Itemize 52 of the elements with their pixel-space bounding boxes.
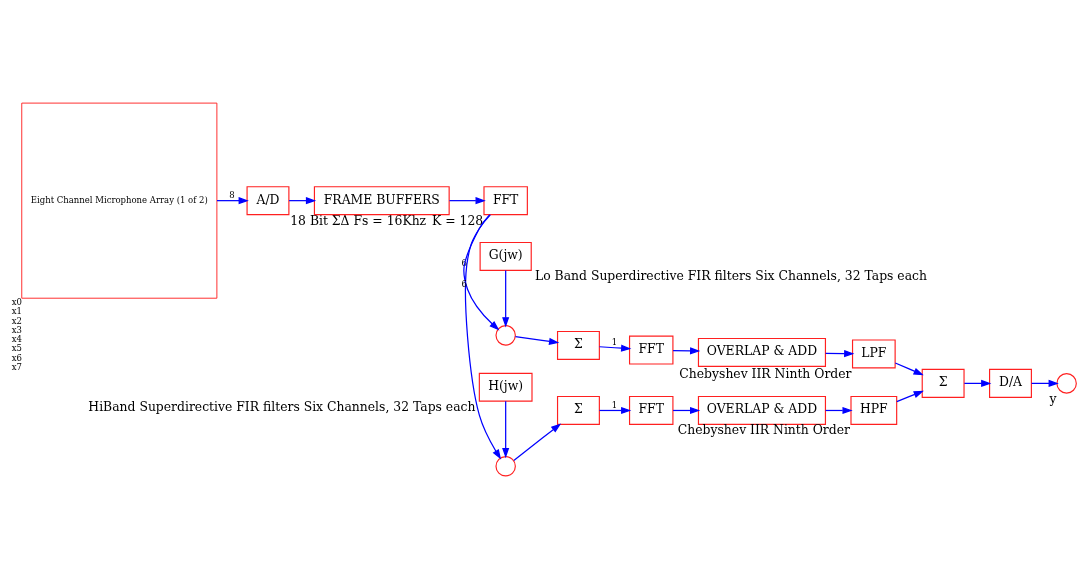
- node-box: D/A: [989, 368, 1032, 398]
- node-label: x2: [11, 315, 22, 326]
- node-box: Eight Channel Microphone Array (1 of 2): [21, 102, 218, 299]
- arrow: [513, 422, 562, 461]
- node-box: Σ: [921, 368, 965, 398]
- node-label: Lo Band Superdirective FIR filters Six Channels, 32 Taps each: [535, 268, 927, 283]
- arrow: [448, 196, 486, 204]
- node-box: OVERLAP & ADD: [697, 395, 827, 425]
- node-label: x4: [11, 333, 22, 344]
- edge-label: 8: [229, 189, 235, 200]
- node-box: Σ: [556, 330, 600, 360]
- node-label: x1: [11, 305, 22, 316]
- node-box: OVERLAP & ADD: [697, 337, 827, 367]
- node-label: HiBand Superdirective FIR filters Six Channels, 32 Taps each: [88, 399, 476, 414]
- node-label: x7: [11, 361, 22, 372]
- arrow: [502, 269, 510, 327]
- node-label: 18 Bit ΣΔ Fs = 16Khz: [290, 213, 427, 227]
- edge-label: 6: [461, 278, 467, 289]
- edge-label: 1: [611, 336, 618, 347]
- arrow: [463, 213, 500, 330]
- node-box: H(jw): [478, 372, 533, 402]
- node-box: A/D: [246, 185, 290, 215]
- arrow: [216, 196, 249, 204]
- edge-label: 6: [461, 257, 467, 268]
- node-box: Σ: [556, 395, 600, 425]
- node-label: K = 128: [432, 213, 484, 227]
- node-circle: [495, 455, 516, 476]
- node-label: x3: [11, 324, 22, 335]
- node-circle: [1056, 372, 1077, 394]
- arrow: [894, 361, 924, 375]
- edge-label: 1: [611, 399, 618, 410]
- node-label: x6: [11, 352, 22, 363]
- arrow: [502, 400, 510, 458]
- node-label: y: [1049, 391, 1057, 406]
- arrow: [464, 213, 502, 460]
- node-label: x5: [11, 342, 22, 353]
- arrow: [896, 390, 924, 402]
- arrow: [598, 344, 632, 352]
- node-circle: [495, 324, 516, 346]
- node-label: Chebyshev IIR Ninth Order: [679, 366, 852, 381]
- node-label: x0: [11, 296, 22, 307]
- node-box: FRAME BUFFERS: [313, 185, 450, 215]
- node-box: FFT: [483, 185, 528, 215]
- node-box: G(jw): [479, 241, 532, 271]
- node-box: HPF: [850, 395, 898, 425]
- arrow: [514, 335, 560, 345]
- node-box: FFT: [628, 335, 674, 365]
- arrow: [825, 349, 855, 357]
- node-box: LPF: [851, 338, 896, 368]
- arrow: [598, 406, 632, 414]
- node-box: FFT: [628, 395, 674, 425]
- node-label: Chebyshev IIR Ninth Order: [677, 422, 850, 437]
